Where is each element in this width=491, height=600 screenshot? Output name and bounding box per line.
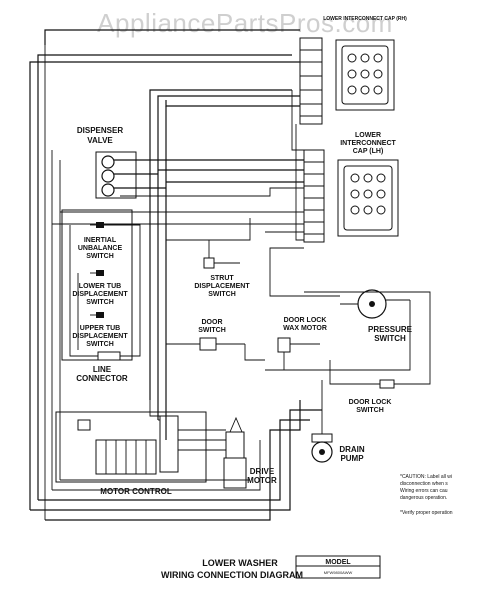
- inertial-unbalance-label-3: SWITCH: [86, 253, 114, 260]
- door-lock-switch-label-1: DOOR LOCK: [349, 399, 392, 406]
- lower-tub-label-3: SWITCH: [86, 299, 114, 306]
- bottom-wire-loops: [30, 400, 322, 521]
- motor-control: MOTOR CONTROL: [55, 400, 207, 496]
- door-switch-label-1: DOOR: [202, 319, 223, 326]
- footer: LOWER WASHER WIRING CONNECTION DIAGRAM M…: [161, 555, 381, 580]
- motor-control-label: MOTOR CONTROL: [100, 487, 172, 496]
- lower-interconnect-cap-lh: LOWER INTERCONNECT CAP (LH): [303, 132, 399, 243]
- drive-motor-label-2: MOTOR: [247, 476, 277, 485]
- inertial-unbalance-label-1: INERTIAL: [84, 237, 117, 244]
- lower-interconnect-lh-label-2: INTERCONNECT: [340, 140, 396, 147]
- door-lock-switch-label-2: SWITCH: [356, 407, 384, 414]
- dispenser-valve-label-2: VALVE: [87, 136, 113, 145]
- door-lock-switch: DOOR LOCK SWITCH: [304, 291, 431, 414]
- strut-displacement-switch: STRUT DISPLACEMENT SWITCH: [166, 218, 251, 298]
- left-switch-column: INERTIAL UNBALANCE SWITCH LOWER TUB DISP…: [61, 209, 141, 383]
- model-label: MODEL: [325, 559, 351, 566]
- lower-interconnect-cap-rh: LOWER INTERCONNECT CAP (RH): [299, 16, 407, 125]
- drive-motor: DRIVE MOTOR: [178, 416, 277, 489]
- strut-label-1: STRUT: [210, 275, 234, 282]
- drive-motor-label-1: DRIVE: [250, 467, 275, 476]
- diagram-title-2: WIRING CONNECTION DIAGRAM: [161, 570, 303, 580]
- drain-pump-label-1: DRAIN: [339, 445, 365, 454]
- diagram-title-1: LOWER WASHER: [202, 558, 278, 568]
- dispenser-valve-label-1: DISPENSER: [77, 126, 123, 135]
- caution-line-4: dangerous operation.: [400, 495, 447, 501]
- dispenser-valve: DISPENSER VALVE: [77, 126, 166, 199]
- line-connector-label-2: CONNECTOR: [76, 374, 128, 383]
- line-connector-label-1: LINE: [93, 365, 112, 374]
- caution-line-2: disconnection when s: [400, 481, 448, 487]
- lower-interconnect-lh-label-1: LOWER: [355, 132, 381, 139]
- lower-interconnect-rh-label: LOWER INTERCONNECT CAP (RH): [323, 16, 407, 22]
- strut-label-3: SWITCH: [208, 291, 236, 298]
- door-switch-label-2: SWITCH: [198, 327, 226, 334]
- door-lock-wax-motor: DOOR LOCK WAX MOTOR: [277, 317, 327, 370]
- caution-line-5: *Verify proper operation: [400, 510, 453, 516]
- door-lock-wax-label-1: DOOR LOCK: [284, 317, 327, 324]
- inertial-unbalance-label-2: UNBALANCE: [78, 245, 123, 252]
- door-lock-wax-label-2: WAX MOTOR: [283, 325, 327, 332]
- lh-cap-wires: [52, 90, 304, 241]
- lower-interconnect-lh-label-3: CAP (LH): [353, 148, 384, 155]
- left-wire-bundle: [29, 29, 300, 520]
- watermark: AppliancePartsPros.com: [97, 8, 393, 38]
- door-switch: DOOR SWITCH: [166, 319, 265, 361]
- upper-tub-label-1: UPPER TUB: [80, 325, 120, 332]
- strut-label-2: DISPLACEMENT: [194, 283, 250, 290]
- pressure-switch-label-1: PRESSURE: [368, 325, 413, 334]
- pressure-switch-label-2: SWITCH: [374, 334, 406, 343]
- lower-tub-label-1: LOWER TUB: [79, 283, 121, 290]
- model-value: MFW9800AWW: [324, 570, 353, 575]
- lower-tub-label-2: DISPLACEMENT: [72, 291, 128, 298]
- caution-note: *CAUTION: Label all wi disconnection whe…: [400, 474, 453, 516]
- drain-pump: DRAIN PUMP: [311, 380, 365, 463]
- pressure-switch: PRESSURE SWITCH: [265, 247, 413, 371]
- caution-line-3: Wiring errors can cau: [400, 488, 448, 494]
- caution-line-1: *CAUTION: Label all wi: [400, 474, 452, 480]
- upper-tub-label-3: SWITCH: [86, 341, 114, 348]
- upper-tub-label-2: DISPLACEMENT: [72, 333, 128, 340]
- drain-pump-label-2: PUMP: [340, 454, 364, 463]
